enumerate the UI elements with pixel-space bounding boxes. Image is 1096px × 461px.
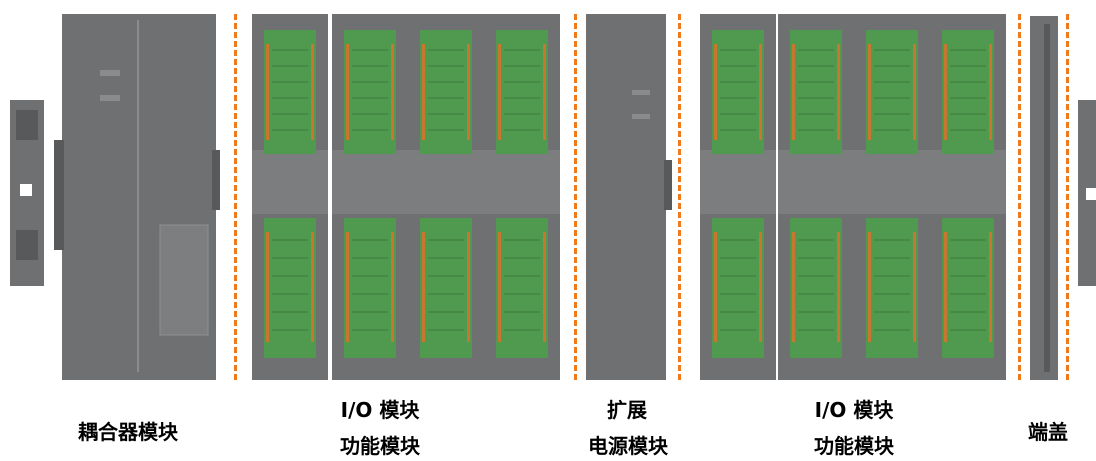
io-left-3-terminal-bottom-bar-right [467, 232, 470, 342]
io-right-3-terminal-top-bar-right [913, 44, 916, 140]
io-left-3-terminal-top [420, 30, 472, 154]
io-right-2-terminal-top-bar-left [792, 44, 795, 140]
io-right-2-terminal-bottom-bar-left [792, 232, 795, 342]
coupler-connector [212, 150, 220, 210]
label-function-module-left: 功能模块 [340, 434, 420, 458]
coupler-led-1 [100, 70, 120, 76]
io-right-4-middle-band [930, 150, 1006, 214]
din-clip-left-window [20, 184, 32, 196]
module-assembly-illustration [10, 14, 1096, 380]
io-left-4-terminal-bottom-bar-left [498, 232, 501, 342]
io-left-4-middle-band [484, 150, 560, 214]
io-left-1-terminal-bottom-bar-right [311, 232, 314, 342]
io-left-2-terminal-bottom-bar-left [346, 232, 349, 342]
coupler-led-2 [100, 95, 120, 101]
power-module-body [586, 14, 666, 380]
io-right-2-terminal-bottom [790, 218, 842, 358]
io-right-3-terminal-top-bar-left [868, 44, 871, 140]
io-left-1-terminal-top [264, 30, 316, 154]
coupler-port-panel [159, 224, 209, 336]
io-left-2-terminal-top-bar-right [391, 44, 394, 140]
io-left-3-terminal-bottom-bar-left [422, 232, 425, 342]
io-right-4-terminal-bottom [942, 218, 994, 358]
io-left-2-terminal-bottom [344, 218, 396, 358]
io-right-1-terminal-top-bar-right [759, 44, 762, 140]
io-left-4-terminal-bottom-bar-right [543, 232, 546, 342]
io-right-3-terminal-bottom-bar-right [913, 232, 916, 342]
io-right-3-terminal-top [866, 30, 918, 154]
label-expansion: 扩展 [607, 398, 647, 422]
io-left-3-terminal-bottom [420, 218, 472, 358]
din-clip-right-window [1086, 188, 1096, 200]
io-right-1-terminal-bottom-bar-left [714, 232, 717, 342]
label-power-module: 电源模块 [588, 434, 668, 458]
label-io-module-right: I/O 模块 [814, 398, 894, 422]
io-left-4-terminal-top-bar-left [498, 44, 501, 140]
io-left-4-terminal-bottom [496, 218, 548, 358]
io-left-1-terminal-bottom-bar-left [266, 232, 269, 342]
io-left-1-terminal-top-bar-right [311, 44, 314, 140]
io-left-3-terminal-top-bar-right [467, 44, 470, 140]
separator-io-power-right [678, 14, 681, 380]
end-cap-edge [1044, 24, 1050, 372]
io-right-3-middle-band [854, 150, 930, 214]
io-right-4-terminal-top [942, 30, 994, 154]
io-left-1-terminal-top-bar-left [266, 44, 269, 140]
io-right-4-terminal-bottom-bar-right [989, 232, 992, 342]
io-left-2-middle-band [332, 150, 408, 214]
separator-io-power-left [574, 14, 577, 380]
separator-coupler-io [234, 14, 237, 380]
io-left-1-terminal-bottom [264, 218, 316, 358]
separator-io-endcap-left [1018, 14, 1021, 380]
power-module-led-2 [632, 114, 650, 119]
io-right-4-terminal-top-bar-left [944, 44, 947, 140]
coupler-side-latch [54, 140, 64, 250]
io-right-1-terminal-top [712, 30, 764, 154]
io-right-3-terminal-bottom [866, 218, 918, 358]
io-right-3-terminal-bottom-bar-left [868, 232, 871, 342]
label-io-module-left: I/O 模块 [340, 398, 420, 422]
io-left-4-terminal-top [496, 30, 548, 154]
io-right-4-terminal-bottom-bar-left [944, 232, 947, 342]
io-right-2-middle-band [778, 150, 854, 214]
io-right-2-terminal-bottom-bar-right [837, 232, 840, 342]
label-function-module-right: 功能模块 [814, 434, 894, 458]
io-left-3-terminal-top-bar-left [422, 44, 425, 140]
io-right-1-middle-band [700, 150, 776, 214]
io-left-2-terminal-bottom-bar-right [391, 232, 394, 342]
io-left-3-middle-band [408, 150, 484, 214]
din-clip-left-detail-2 [16, 230, 38, 260]
label-end-cap: 端盖 [1028, 420, 1068, 444]
io-right-1-terminal-top-bar-left [714, 44, 717, 140]
io-left-2-terminal-top-bar-left [346, 44, 349, 140]
io-right-1-terminal-bottom-bar-right [759, 232, 762, 342]
io-left-2-terminal-top [344, 30, 396, 154]
io-right-2-terminal-top-bar-right [837, 44, 840, 140]
din-clip-left-detail [16, 110, 38, 140]
io-right-4-terminal-top-bar-right [989, 44, 992, 140]
label-coupler-module: 耦合器模块 [78, 420, 178, 444]
power-module-connector [664, 160, 672, 210]
power-module-led-1 [632, 90, 650, 95]
io-left-1-middle-band [252, 150, 328, 214]
io-right-1-terminal-bottom [712, 218, 764, 358]
separator-io-endcap-right [1066, 14, 1069, 380]
io-right-2-terminal-top [790, 30, 842, 154]
io-left-4-terminal-top-bar-right [543, 44, 546, 140]
